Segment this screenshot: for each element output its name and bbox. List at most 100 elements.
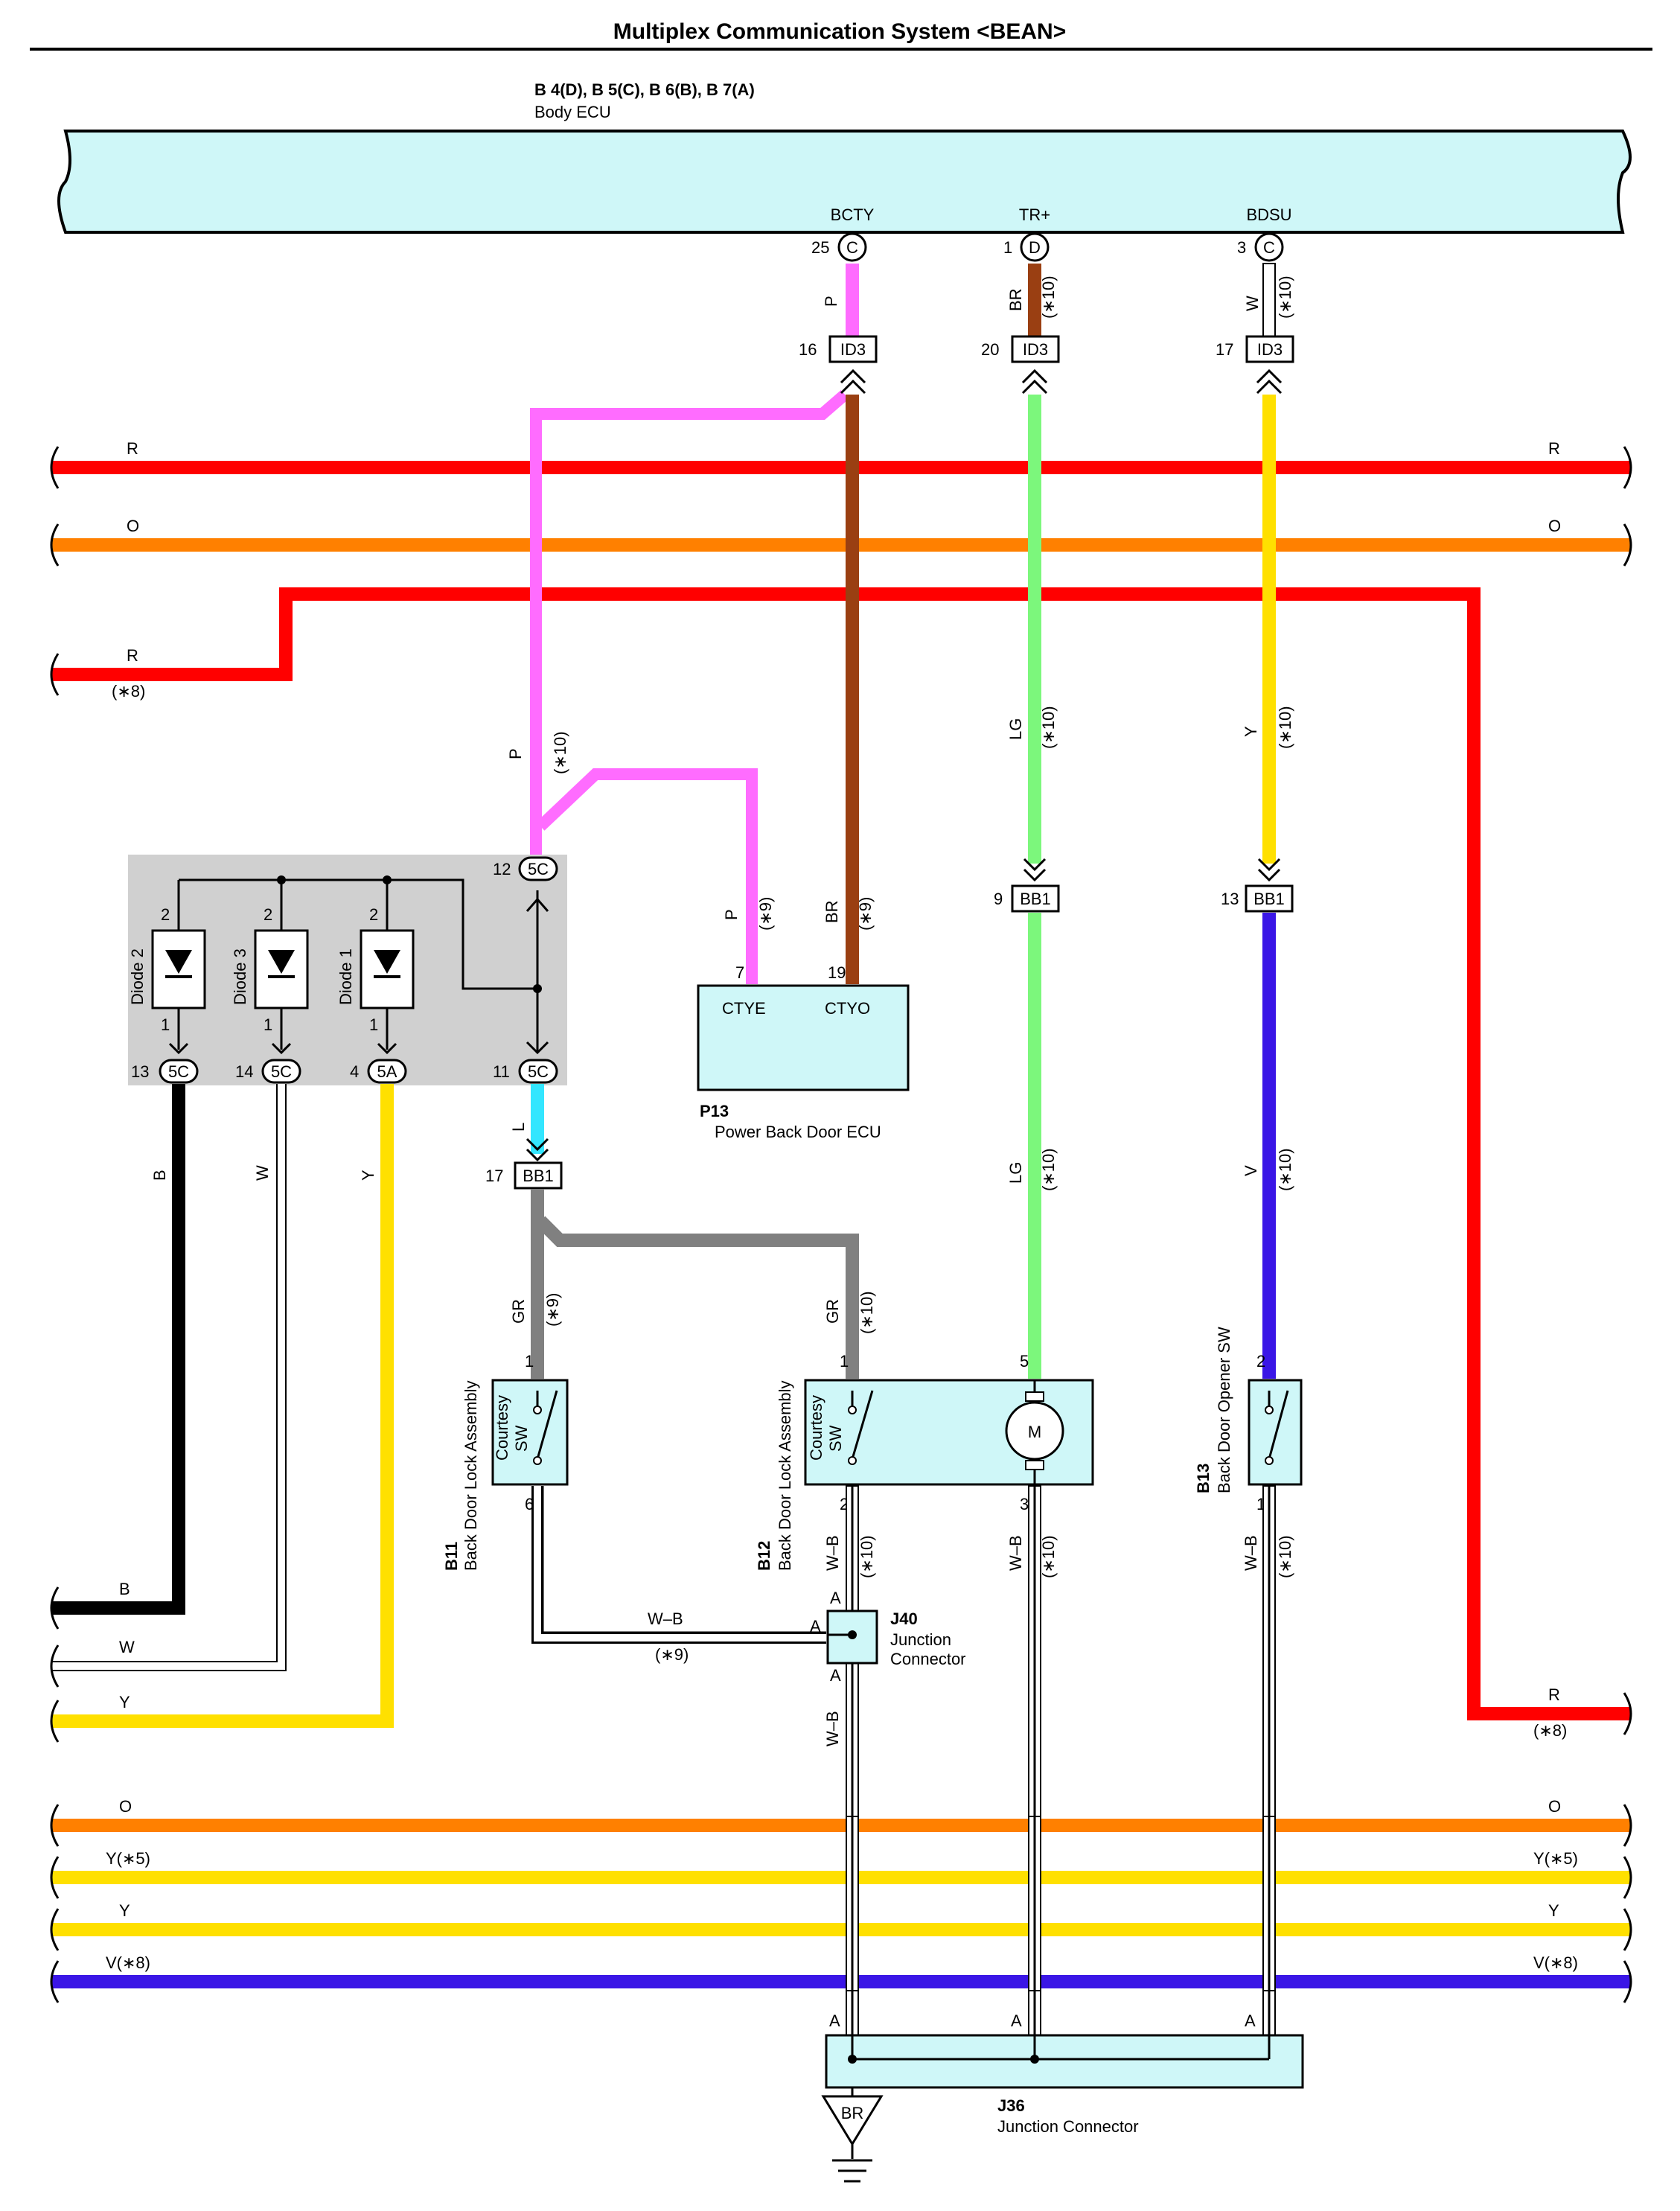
jb-terminal-12[interactable]: 5C 12 xyxy=(493,856,558,881)
b11-back-door-lock-assembly[interactable]: Courtesy SW 1 6 B11 Back Door Lock Assem… xyxy=(442,1352,569,1571)
svg-text:BR: BR xyxy=(823,900,841,923)
svg-text:B11: B11 xyxy=(442,1542,461,1571)
svg-text:R: R xyxy=(127,439,138,458)
svg-text:2: 2 xyxy=(1256,1352,1265,1371)
bb1-connector-13[interactable]: BB1 13 xyxy=(1221,858,1294,913)
svg-text:CTYO: CTYO xyxy=(825,999,870,1018)
jb-terminal-14[interactable]: 5C 14 xyxy=(235,1059,301,1084)
ground-symbol[interactable]: BR xyxy=(821,2087,884,2183)
svg-text:1: 1 xyxy=(369,1015,378,1034)
pin-label-bdsu: BDSU xyxy=(1246,205,1291,224)
jb-terminal-4[interactable]: 5A 4 xyxy=(350,1059,407,1084)
svg-text:C: C xyxy=(1263,238,1275,257)
svg-text:B: B xyxy=(119,1580,130,1598)
svg-text:14: 14 xyxy=(235,1062,253,1081)
svg-text:Diode 1: Diode 1 xyxy=(336,948,355,1005)
svg-text:Y: Y xyxy=(359,1170,377,1181)
svg-text:Y: Y xyxy=(119,1693,130,1711)
wire-r-loop: R (∗8) R (∗8) xyxy=(50,587,1632,1740)
svg-text:17: 17 xyxy=(1216,340,1233,359)
svg-text:2: 2 xyxy=(161,905,170,924)
svg-text:BR: BR xyxy=(1006,288,1025,311)
p13-power-back-door-ecu[interactable]: CTYE CTYO 7 19 P13 Power Back Door ECU xyxy=(697,963,910,1141)
svg-text:ID3: ID3 xyxy=(1257,340,1283,359)
svg-text:5: 5 xyxy=(1020,1352,1029,1371)
wire-p: P P (∗10) P (∗9) xyxy=(506,264,859,984)
svg-text:D: D xyxy=(1029,238,1041,257)
svg-text:R: R xyxy=(1548,1685,1560,1704)
jb-terminal-11[interactable]: 5C 11 xyxy=(493,1059,558,1084)
svg-text:GR: GR xyxy=(823,1299,842,1324)
b13-back-door-opener-sw[interactable]: 2 1 B13 Back Door Opener SW xyxy=(1194,1327,1303,1513)
svg-text:LG: LG xyxy=(1006,1162,1025,1184)
svg-text:Connector: Connector xyxy=(890,1650,966,1668)
svg-text:B13: B13 xyxy=(1194,1464,1213,1493)
svg-text:A: A xyxy=(830,1666,841,1685)
svg-text:ID3: ID3 xyxy=(1023,340,1048,359)
svg-text:LG: LG xyxy=(1006,718,1025,740)
svg-text:J40: J40 xyxy=(890,1609,918,1628)
jb-terminal-13[interactable]: 5C 13 xyxy=(131,1059,199,1084)
svg-text:Courtesy: Courtesy xyxy=(493,1395,511,1461)
svg-text:2: 2 xyxy=(264,905,272,924)
b12-back-door-lock-assembly[interactable]: Courtesy SW 1 2 M 5 3 B12 Back Door Lock… xyxy=(755,1352,1094,1571)
svg-text:1: 1 xyxy=(264,1015,272,1034)
body-ecu-id: B 4(D), B 5(C), B 6(B), B 7(A) xyxy=(534,80,755,99)
svg-text:O: O xyxy=(119,1797,132,1816)
bb1-connector-17[interactable]: BB1 17 xyxy=(485,1138,563,1190)
svg-text:Diode 3: Diode 3 xyxy=(231,948,249,1005)
j40-junction-connector[interactable]: A A A J40 Junction Connector xyxy=(810,1589,966,1685)
svg-text:Back Door Lock Assembly: Back Door Lock Assembly xyxy=(461,1380,480,1571)
svg-text:1: 1 xyxy=(840,1352,849,1371)
svg-text:(∗8): (∗8) xyxy=(112,682,145,701)
svg-text:2: 2 xyxy=(369,905,378,924)
bus-wire-v8: V(∗8) V(∗8) xyxy=(50,1953,1632,2003)
svg-text:A: A xyxy=(1245,2011,1256,2030)
diode-1[interactable]: Diode 1 2 1 xyxy=(336,880,415,1055)
svg-text:GR: GR xyxy=(509,1299,528,1324)
svg-text:BB1: BB1 xyxy=(1020,890,1051,908)
body-ecu-box[interactable] xyxy=(57,130,1632,234)
svg-text:3: 3 xyxy=(1020,1495,1029,1513)
svg-text:16: 16 xyxy=(799,340,817,359)
id3-connector-20[interactable]: ID3 20 xyxy=(981,335,1060,395)
svg-text:12: 12 xyxy=(493,860,511,878)
svg-text:5C: 5C xyxy=(528,1062,549,1081)
svg-text:5A: 5A xyxy=(377,1062,397,1081)
wire-y-top: Y (∗10) xyxy=(1242,395,1294,864)
svg-text:Back Door Lock Assembly: Back Door Lock Assembly xyxy=(776,1380,794,1571)
svg-text:11: 11 xyxy=(493,1062,510,1081)
svg-text:B12: B12 xyxy=(755,1541,773,1571)
diode-3[interactable]: Diode 3 2 1 xyxy=(231,880,309,1055)
svg-text:Back Door Opener SW: Back Door Opener SW xyxy=(1215,1327,1233,1493)
svg-text:5C: 5C xyxy=(168,1062,189,1081)
diode-2[interactable]: Diode 2 2 1 xyxy=(128,880,206,1055)
bb1-connector-9[interactable]: BB1 9 xyxy=(994,858,1060,913)
svg-text:V(∗8): V(∗8) xyxy=(106,1953,150,1972)
ecu-pin-trplus[interactable]: D 1 xyxy=(1003,232,1050,262)
svg-text:Y(∗5): Y(∗5) xyxy=(1533,1849,1578,1868)
svg-text:Junction Connector: Junction Connector xyxy=(997,2117,1139,2136)
svg-text:(∗10): (∗10) xyxy=(1039,1148,1058,1191)
wire-wb-b11: W–B (∗9) xyxy=(531,1486,826,1664)
id3-connector-16[interactable]: ID3 16 xyxy=(799,335,878,395)
id3-connector-17[interactable]: ID3 17 xyxy=(1216,335,1294,395)
svg-text:(∗10): (∗10) xyxy=(1039,275,1058,319)
ecu-pin-bdsu[interactable]: C 3 xyxy=(1237,232,1284,262)
bus-wire-y-bottom: Y Y xyxy=(50,1901,1632,1951)
svg-text:R: R xyxy=(127,646,138,665)
j36-junction-connector[interactable]: A A A J36 Junction Connector xyxy=(825,2011,1304,2136)
svg-text:(∗10): (∗10) xyxy=(1039,1535,1058,1578)
svg-text:(∗9): (∗9) xyxy=(756,897,775,931)
svg-text:P: P xyxy=(722,909,741,920)
svg-text:P: P xyxy=(822,296,840,307)
svg-text:(∗9): (∗9) xyxy=(655,1645,689,1664)
ecu-pin-bcty[interactable]: C 25 xyxy=(811,232,867,262)
svg-text:A: A xyxy=(829,2011,840,2030)
svg-text:Junction: Junction xyxy=(890,1630,951,1649)
svg-text:W–B: W–B xyxy=(1006,1535,1025,1571)
svg-text:B: B xyxy=(150,1170,169,1181)
pin-label-trplus: TR+ xyxy=(1019,205,1050,224)
svg-text:SW: SW xyxy=(826,1425,845,1452)
